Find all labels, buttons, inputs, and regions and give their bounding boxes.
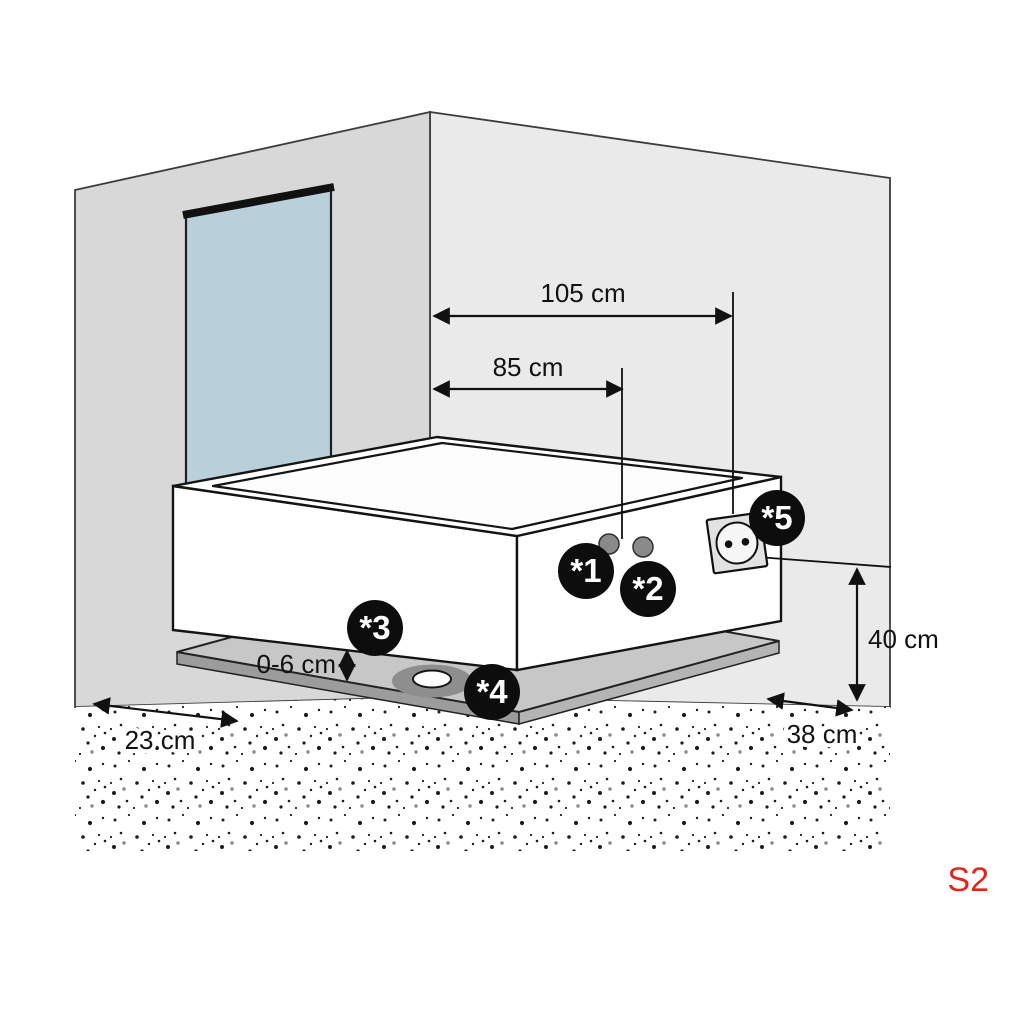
dim-right-clearance: 38 cm — [766, 692, 861, 753]
marker-3-label: *3 — [359, 609, 390, 646]
dim-right-clearance-arrow — [766, 692, 854, 717]
socket-hole-left — [724, 540, 733, 548]
dim-outlet-height-label: 40 cm — [868, 624, 939, 654]
marker-1-circle — [558, 543, 614, 599]
marker-2-circle — [620, 561, 676, 617]
marker-4-label: *4 — [476, 673, 508, 710]
glass-panel — [184, 184, 333, 492]
tub-rim-inner — [211, 441, 744, 531]
dim-base-height-label: 0-6 cm — [257, 649, 336, 679]
marker-5: *5 — [749, 490, 805, 546]
marker-2: *2 — [620, 561, 676, 617]
marker-1-label: *1 — [570, 552, 601, 589]
dim-inner-width-label: 85 cm — [493, 352, 564, 382]
bathtub — [171, 435, 783, 672]
socket-well — [715, 521, 759, 565]
dim-left-clearance: 23 cm — [92, 697, 239, 759]
drain-hole — [412, 669, 452, 689]
glass-screen — [182, 183, 335, 492]
marker-4: *4 — [464, 664, 520, 720]
sheet-code: S2 — [947, 861, 989, 899]
dim-top-width: 105 cm — [432, 278, 733, 325]
marker-3-circle — [347, 600, 403, 656]
marker-4-circle — [464, 664, 520, 720]
water-connection-dot-1 — [598, 533, 620, 555]
dimensions: 105 cm 85 cm 40 cm 0-6 cm 23 cm 38 cm — [92, 278, 939, 759]
ref-line-socket-height — [756, 556, 892, 568]
dim-left-clearance-label: 23 cm — [125, 725, 196, 755]
marker-5-circle — [749, 490, 805, 546]
glass-top-frame — [182, 183, 335, 219]
dim-inner-width: 85 cm — [432, 352, 624, 398]
water-connection-dot-2 — [632, 536, 654, 558]
dim-outlet-height: 40 cm — [848, 567, 939, 702]
dim-right-clearance-label: 38 cm — [787, 719, 858, 749]
water-connections — [598, 533, 654, 558]
socket-hole-right — [741, 538, 750, 546]
marker-5-label: *5 — [761, 499, 792, 536]
marker-3: *3 — [347, 600, 403, 656]
dim-top-width-label: 105 cm — [540, 278, 625, 308]
marker-2-label: *2 — [632, 570, 663, 607]
speckled-floor — [75, 697, 890, 851]
marker-1: *1 — [558, 543, 614, 599]
dim-base-height: 0-6 cm — [257, 649, 356, 682]
markers: *1 *2 *3 *4 *5 — [347, 490, 805, 720]
dim-left-clearance-arrow — [92, 697, 239, 728]
drain — [392, 664, 472, 698]
